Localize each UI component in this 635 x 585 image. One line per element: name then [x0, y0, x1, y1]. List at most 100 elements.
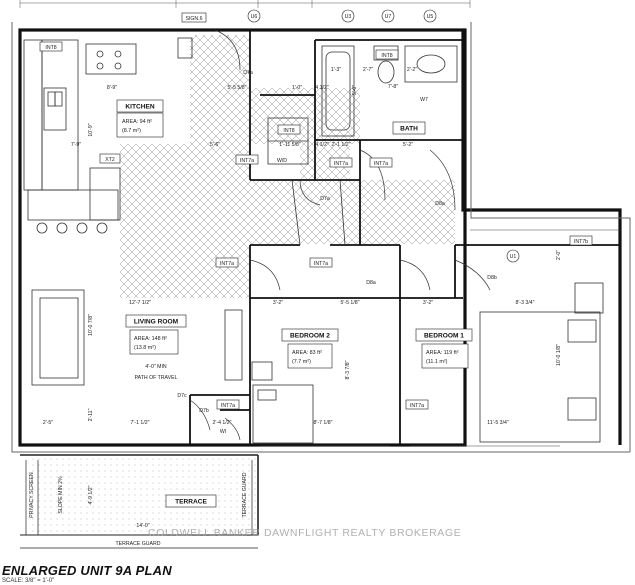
bedroom-2-area-metric: (7.7 m²): [292, 359, 311, 365]
exterior-walls: [11, 22, 631, 453]
bedroom-1-label: BEDROOM 1: [424, 333, 464, 340]
slope-label: SLOPE MIN 2%: [58, 476, 64, 514]
d8a-tag-1: D8a: [366, 280, 376, 286]
dim-bed1-closet: 3'-2": [423, 300, 433, 306]
dim-hall-offset: 1'-0": [292, 85, 302, 91]
terrace: [20, 454, 259, 549]
d7c-tag: D7c: [177, 393, 187, 399]
kitchen-area: AREA: 94 ft²: [122, 119, 152, 125]
plan-scale: SCALE: 3/8" = 1'-0": [2, 578, 55, 584]
dim-bath-door: 2'-1 1/2": [332, 142, 351, 148]
dim-bed1-closet-depth: 2'-0": [556, 250, 562, 260]
int7a-tag-5: INT7a: [314, 261, 328, 267]
plan-title: ENLARGED UNIT 9A PLAN: [2, 563, 172, 578]
dim-bed1-width: 11'-5 3/4": [487, 420, 509, 426]
dim-hall-width: 5'-5 5/8": [228, 85, 247, 91]
door-swings: [189, 29, 491, 441]
bedroom-1-area: AREA: 119 ft²: [426, 350, 459, 356]
int8-bath-tag: INT8: [381, 53, 392, 59]
dim-bath-length: 7'-8": [388, 84, 398, 90]
dim-entry-width: 2'-5": [43, 420, 53, 426]
u3-tag: U3: [345, 14, 352, 20]
kitchen-area-metric: (8.7 m²): [122, 128, 141, 134]
w7-tag: W7: [420, 97, 428, 103]
int7a-tag-2: INT7a: [334, 161, 348, 167]
dim-living-lower: 7'-1 1/2": [131, 420, 150, 426]
tag-texts: SIGN.6 U6 U3 U7 U5 U1 INT8 INT8 INT8 INT…: [45, 14, 588, 435]
bedroom-1-area-metric: (11.1 m²): [426, 359, 448, 365]
laundry-closet: [267, 117, 346, 246]
dim-living-width: 12'-7 1/2": [129, 300, 151, 306]
dim-vanity: 2'-2": [407, 67, 417, 73]
dim-bed2-depth: 8'-3 7/8": [345, 360, 351, 379]
dim-closet-lower: 2'-4 1/2": [213, 420, 232, 426]
kitchen-label: KITCHEN: [125, 104, 155, 111]
dim-bed2-width: 8'-7 1/8": [314, 420, 333, 426]
int7a-tag-3: INT7a: [374, 161, 388, 167]
d7b-tag: D7b: [199, 408, 209, 414]
bedroom-2-label: BEDROOM 2: [290, 333, 330, 340]
int7a-tag-6: INT7a: [410, 403, 424, 409]
terrace-guard-bottom-label: TERRACE GUARD: [116, 541, 161, 547]
room-labels: KITCHEN AREA: 94 ft² (8.7 m²) BATH LIVIN…: [116, 99, 473, 508]
dim-bed2-closet: 3'-2": [273, 300, 283, 306]
washer-dryer-tag: W/D: [277, 158, 287, 164]
dim-bath-lower: 5'-2": [403, 142, 413, 148]
sign-tag: SIGN.6: [185, 16, 202, 22]
living-room-area: AREA: 148 ft²: [134, 336, 167, 342]
dim-terrace-width: 14'-0": [136, 523, 149, 529]
watermark: COLDWELL BANKER DAWNFLIGHT REALTY BROKER…: [148, 527, 462, 539]
d8b-tag: D8b: [487, 275, 497, 281]
dimension-texts: 8'-9" 5'-5 5/8" 1'-0" 4 1/2" 2'-7" 7'-8"…: [29, 67, 562, 547]
top-dimension-strip: [19, 0, 471, 8]
dim-laundry: 1'-11 5/8": [279, 142, 301, 148]
int7b-tag: INT7b: [574, 239, 588, 245]
terrace-label: TERRACE: [175, 499, 207, 506]
dim-bath-tub: 2'-7": [363, 67, 373, 73]
windows: [260, 229, 620, 447]
living-furniture: [31, 289, 243, 386]
dim-wall-b: 4 1/2": [315, 142, 329, 148]
dim-kitchen-depth: 10'-9": [88, 123, 94, 136]
u6-tag: U6: [251, 14, 258, 20]
dim-wall-a: 4 1/2": [315, 85, 329, 91]
dim-living-depth: 10'-0 7/8": [88, 314, 94, 336]
tag-markers: [39, 9, 593, 410]
dim-clearance: 4'-0" MIN: [145, 364, 167, 370]
u1-tag: U1: [510, 254, 517, 260]
path-of-travel-label: PATH OF TRAVEL: [135, 375, 178, 381]
dim-bed1-closet-width: 8'-3 3/4": [516, 300, 535, 306]
int7a-tag-1: INT7a: [240, 158, 254, 164]
int8-laundry-tag: INT8: [283, 128, 294, 134]
terrace-floor: [30, 455, 258, 535]
living-room-area-metric: (13.8 m²): [134, 345, 156, 351]
walk-in-tag: WI: [220, 429, 226, 435]
kitchen-fixtures: [23, 37, 193, 234]
dim-terrace-depth: 4'-9 1/2": [88, 485, 94, 504]
privacy-screen-label: PRIVACY SCREEN: [29, 472, 35, 518]
dim-bath-height: 5'-0": [352, 85, 358, 95]
int7a-tag-4: INT7a: [220, 261, 234, 267]
d7a-tag-1: D7a: [243, 70, 253, 76]
xt2-tag: XT2: [105, 157, 115, 163]
dim-hall-closet: 5'-5 1/8": [341, 300, 360, 306]
dim-kitchen-width: 8'-9": [107, 85, 117, 91]
dim-bed1-depth: 10'-0 1/8": [556, 344, 562, 366]
interior-walls: [189, 30, 620, 445]
terrace-guard-side-label: TERRACE GUARD: [242, 472, 248, 517]
dim-bath-small: 1'-3": [331, 67, 341, 73]
d7a-tag-2: D7a: [320, 196, 330, 202]
dim-kitchen-lower: 7'-9": [71, 142, 81, 148]
u7-tag-top: U7: [385, 14, 392, 20]
bedroom-2-area: AREA: 83 ft²: [292, 350, 322, 356]
int8-kitchen-tag: INT8: [45, 45, 56, 51]
bath-label: BATH: [400, 126, 418, 133]
bedroom-furniture: [251, 282, 604, 444]
u5-tag: U5: [427, 14, 434, 20]
dim-entry-depth: 2'-11": [88, 408, 94, 421]
int7a-tag-7: INT7a: [221, 403, 235, 409]
d8a-tag-2: D8a: [435, 201, 445, 207]
living-room-label: LIVING ROOM: [134, 319, 179, 326]
dim-hall-lower: 5'-6": [210, 142, 220, 148]
